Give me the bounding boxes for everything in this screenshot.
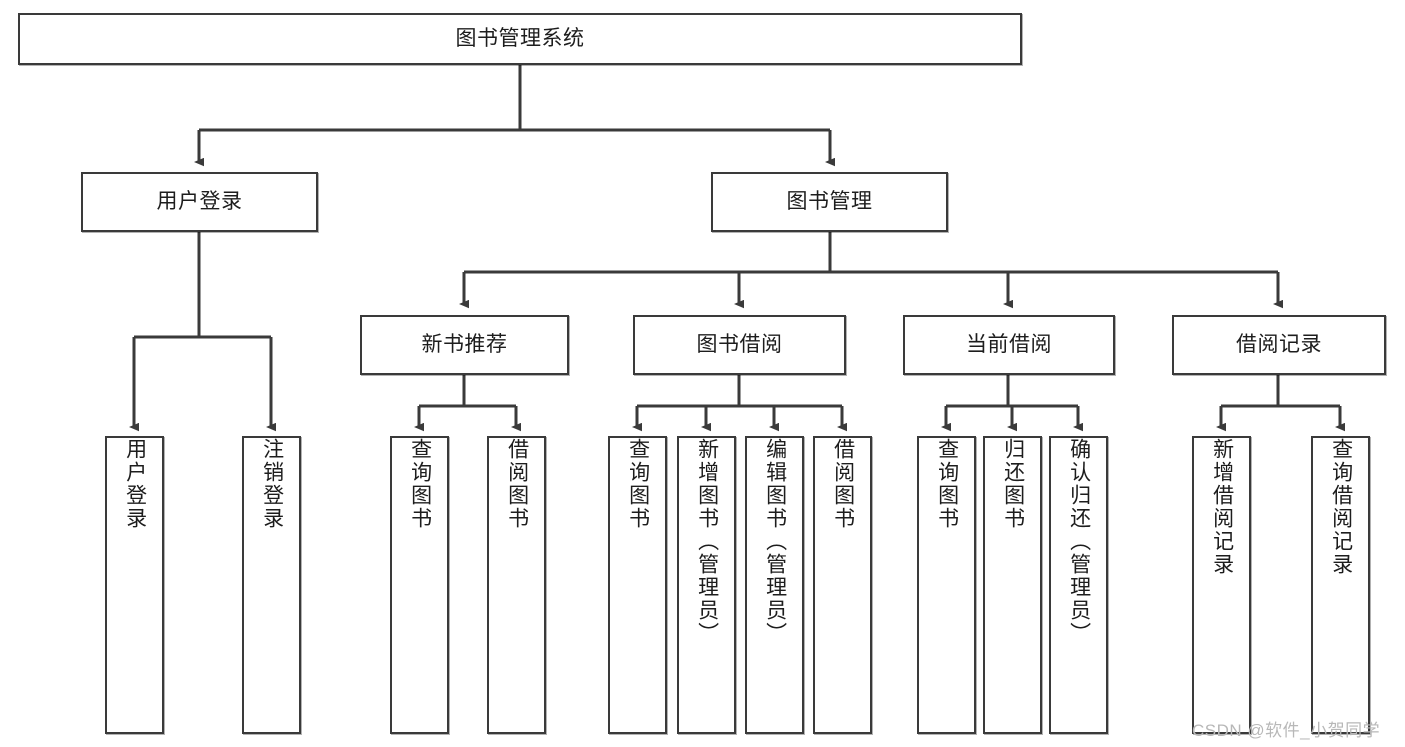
node-leaf-borrow-book[interactable]: 借阅图书 xyxy=(813,436,872,734)
node-label: 图书借阅 xyxy=(696,332,783,356)
node-label: 查询图书 xyxy=(935,438,959,530)
node-label: 借阅图书 xyxy=(505,438,529,530)
node-leaf-logout[interactable]: 注销登录 xyxy=(242,436,301,734)
csdn-watermark: CSDN @软件_小贺同学 xyxy=(1192,721,1381,740)
node-label: 新增图书（管理员） xyxy=(695,438,719,645)
node-label: 借阅记录 xyxy=(1236,332,1322,356)
node-label: 查询借阅记录 xyxy=(1329,438,1353,576)
node-label: 图书管理 xyxy=(786,189,873,213)
node-leaf-borrow-book-new[interactable]: 借阅图书 xyxy=(487,436,546,734)
node-leaf-query-book-new[interactable]: 查询图书 xyxy=(390,436,449,734)
node-label: 新增借阅记录 xyxy=(1210,438,1234,576)
node-label: 当前借阅 xyxy=(966,332,1052,356)
node-leaf-query-book-current[interactable]: 查询图书 xyxy=(917,436,976,734)
node-new-book-recommend[interactable]: 新书推荐 xyxy=(360,315,569,375)
node-leaf-return-book[interactable]: 归还图书 xyxy=(983,436,1042,734)
node-label: 编辑图书（管理员） xyxy=(763,438,787,645)
node-book-borrow[interactable]: 图书借阅 xyxy=(633,315,846,375)
node-label: 图书管理系统 xyxy=(455,26,585,50)
node-label: 用户登录 xyxy=(123,438,147,530)
node-label: 查询图书 xyxy=(408,438,432,530)
node-leaf-confirm-return-admin[interactable]: 确认归还（管理员） xyxy=(1049,436,1108,734)
node-book-management[interactable]: 图书管理 xyxy=(711,172,948,232)
node-label: 查询图书 xyxy=(626,438,650,530)
node-leaf-query-borrow-record[interactable]: 查询借阅记录 xyxy=(1311,436,1370,734)
node-label: 用户登录 xyxy=(156,189,243,213)
node-leaf-add-book-admin[interactable]: 新增图书（管理员） xyxy=(677,436,736,734)
node-root-system[interactable]: 图书管理系统 xyxy=(18,13,1022,65)
node-label: 借阅图书 xyxy=(831,438,855,530)
node-borrow-record[interactable]: 借阅记录 xyxy=(1172,315,1386,375)
node-current-borrow[interactable]: 当前借阅 xyxy=(903,315,1115,375)
node-leaf-edit-book-admin[interactable]: 编辑图书（管理员） xyxy=(745,436,804,734)
node-label: 新书推荐 xyxy=(421,332,508,356)
node-user-login[interactable]: 用户登录 xyxy=(81,172,318,232)
node-leaf-user-login[interactable]: 用户登录 xyxy=(105,436,164,734)
node-leaf-add-borrow-record[interactable]: 新增借阅记录 xyxy=(1192,436,1251,734)
node-leaf-query-book-borrow[interactable]: 查询图书 xyxy=(608,436,667,734)
node-label: 确认归还（管理员） xyxy=(1067,438,1091,645)
node-label: 归还图书 xyxy=(1001,438,1025,530)
node-label: 注销登录 xyxy=(260,438,284,530)
